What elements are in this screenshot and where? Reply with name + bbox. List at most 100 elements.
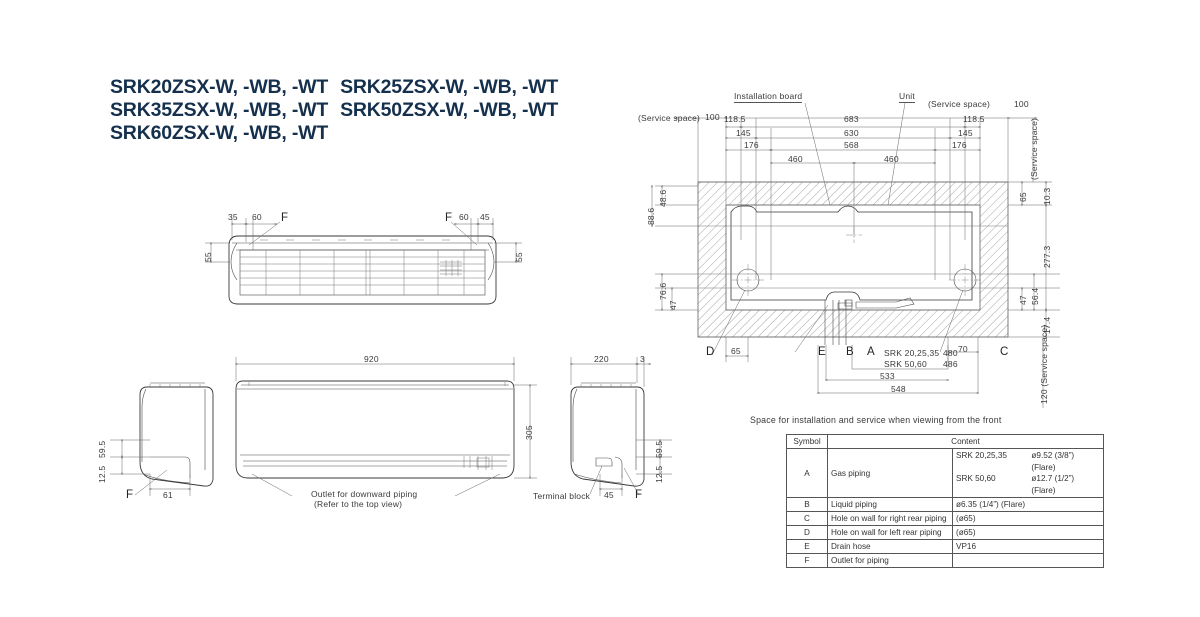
right-side-dim-220: 220 [594,354,609,364]
row-content-a-spec-2: ø12.7 (1/2”) (Flare) [1031,474,1075,495]
top-dim-460-left: 460 [788,154,803,164]
front-view-dim-920: 920 [364,354,379,364]
top-dim-683: 683 [844,114,859,124]
table-header-row: Symbol Content [786,434,1104,449]
left-side-view-geometry [110,382,214,496]
row-desc-f: Outlet for piping [827,553,953,568]
row-symbol-b: B [786,497,828,512]
bottom-dim-533: 533 [880,371,895,381]
srk-small-label: SRK 20,25,35 [884,348,940,358]
service-space-bottom-vertical: 120 (Service space) [1039,324,1049,404]
title-line-1-left: SRK20ZSX-W, -WB, -WT [110,76,329,98]
top-view-dim-60-right: 60 [459,212,469,222]
top-dim-145-left: 145 [736,128,751,138]
installation-board-label: Installation board [734,91,803,103]
title-line-2: SRK35ZSX-W, -WB, -WT SRK50ZSX-W, -WB, -WT [110,99,558,122]
front-view-dim-305: 305 [524,425,534,440]
title-line-3: SRK60ZSX-W, -WB, -WT [110,122,558,145]
unit-label: Unit [899,91,915,103]
left-dim-47: 47 [668,300,678,310]
row-content-e: VP16 [952,539,1104,554]
left-side-dim-61: 61 [163,490,173,500]
row-desc-d: Hole on wall for left rear piping [827,525,953,540]
top-dim-176-left: 176 [744,140,759,150]
top-dim-568: 568 [844,140,859,150]
right-dim-47: 47 [1018,295,1028,305]
service-space-left-label: (Service space) [638,113,701,123]
row-symbol-f: F [786,553,828,568]
right-side-view-geometry [570,357,672,496]
right-side-dim-12-5: 12.5 [654,465,664,483]
row-content-c: (ø65) [952,511,1104,526]
top-dim-118-5-left: 118.5 [724,114,746,124]
marker-c: C [1000,346,1009,358]
row-symbol-c: C [786,511,828,526]
top-dim-176-right: 176 [952,140,967,150]
right-side-dim-59-5: 59.5 [654,440,664,458]
top-view-dim-45: 45 [480,212,490,222]
table-row: E Drain hose VP16 [786,539,1104,554]
top-dim-145-right: 145 [958,128,973,138]
right-dim-277-3: 277.3 [1042,245,1052,268]
title-line-3-left: SRK60ZSX-W, -WB, -WT [110,122,329,144]
right-dim-10-3: 10.3 [1042,187,1052,205]
bottom-dim-65: 65 [731,346,741,356]
front-view-geometry [235,357,537,497]
row-content-a-model-1: SRK 20,25,35 [956,451,1007,460]
left-side-dim-59-5: 59.5 [97,440,107,458]
row-symbol-a: A [786,448,828,498]
table-row: A Gas piping SRK 20,25,35 ø9.52 (3/8”) (F… [786,448,1104,498]
service-space-right-vertical: (Service space) [1029,117,1039,180]
row-desc-a: Gas piping [827,448,953,498]
top-view-callout-f-right: F [445,212,453,224]
top-view-geometry [205,218,522,305]
row-content-b: ø6.35 (1/4”) (Flare) [952,497,1104,512]
table-row: B Liquid piping ø6.35 (1/4”) (Flare) [786,497,1104,512]
right-side-dim-3: 3 [640,354,645,364]
table-row: F Outlet for piping [786,553,1104,568]
marker-a: A [867,346,875,358]
right-dim-56-4: 56.4 [1030,287,1040,305]
left-dim-48-6: 48.6 [658,189,668,207]
top-view-dim-55-left: 55 [203,252,213,262]
marker-b: B [846,346,854,358]
marker-d: D [706,346,715,358]
table-row: C Hole on wall for right rear piping (ø6… [786,511,1104,526]
front-view-note-line-2: (Refer to the top view) [314,499,403,509]
title-line-2-right: SRK50ZSX-W, -WB, -WT [340,99,559,121]
right-dim-65: 65 [1018,192,1028,202]
row-desc-e: Drain hose [827,539,953,554]
top-dim-630: 630 [844,128,859,138]
header-content: Content [827,434,1104,449]
srk-small-value: 480 [943,348,958,358]
front-view-note-line-1: Outlet for downward piping [311,489,418,499]
srk-large-label: SRK 50,60 [884,359,927,369]
row-symbol-e: E [786,539,828,554]
service-space-right-label: (Service space) [928,99,991,109]
bottom-dim-70: 70 [958,344,968,354]
top-view-callout-f-left: F [281,212,289,224]
top-dim-118-5-right: 118.5 [963,114,985,124]
top-dim-460-right: 460 [884,154,899,164]
row-content-f [952,553,1104,568]
row-symbol-d: D [786,525,828,540]
row-content-d: (ø65) [952,525,1104,540]
marker-e: E [818,346,826,358]
srk-large-value: 486 [943,359,958,369]
row-content-a-spec-1: ø9.52 (3/8”) (Flare) [1031,451,1075,472]
left-dim-76-6: 76.6 [658,282,668,300]
title-line-2-left: SRK35ZSX-W, -WB, -WT [110,99,329,121]
service-space-left-100: 100 [705,112,720,122]
row-content-a-model-2: SRK 50,60 [956,474,996,483]
terminal-block-label: Terminal block [533,491,591,501]
top-view-dim-55-right: 55 [514,252,524,262]
symbol-content-table: Symbol Content A Gas piping SRK 20,25,35… [786,434,1104,568]
left-dim-88-6: 88.6 [646,207,656,225]
header-symbol: Symbol [786,434,828,449]
left-side-dim-12-5: 12.5 [97,465,107,483]
bottom-dim-548: 548 [891,384,906,394]
row-desc-c: Hole on wall for right rear piping [827,511,953,526]
